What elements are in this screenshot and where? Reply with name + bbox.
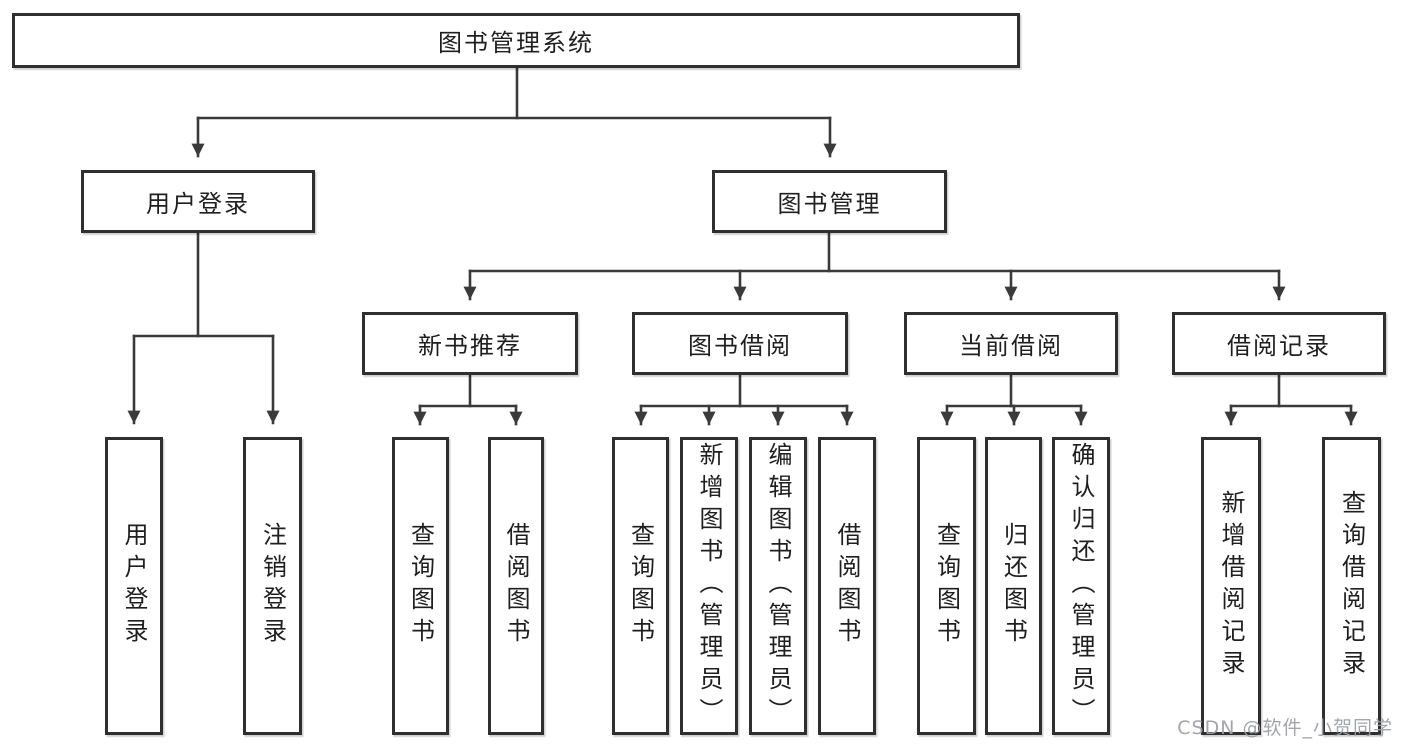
leaf-current-return-book: 归还图书 [985,437,1042,735]
leaf-borrow-add-book-admin: 新增图书（管理员） [680,437,738,735]
node-new-book-recommend: 新书推荐 [362,312,578,375]
leaf-borrow-borrow-book: 借阅图书 [818,437,876,735]
leaf-record-query: 查询借阅记录 [1322,437,1381,735]
leaf-current-query-book: 查询图书 [917,437,976,735]
leaf-recommend-query-book: 查询图书 [392,437,449,735]
leaf-current-confirm-return-admin: 确认归还（管理员） [1052,437,1110,735]
node-book-manage: 图书管理 [712,170,947,233]
node-user-login: 用户登录 [81,170,315,233]
node-current-borrow: 当前借阅 [904,312,1118,375]
node-book-borrow: 图书借阅 [632,312,848,375]
node-borrow-record: 借阅记录 [1172,312,1386,375]
leaf-borrow-edit-book-admin: 编辑图书（管理员） [749,437,807,735]
node-root: 图书管理系统 [12,13,1020,68]
leaf-record-add: 新增借阅记录 [1201,437,1261,735]
leaf-borrow-query-book: 查询图书 [612,437,669,735]
leaf-logout: 注销登录 [243,437,302,735]
watermark: CSDN @软件_小贺同学 [1177,717,1393,739]
leaf-recommend-borrow-book: 借阅图书 [488,437,544,735]
leaf-user-login: 用户登录 [105,437,163,735]
